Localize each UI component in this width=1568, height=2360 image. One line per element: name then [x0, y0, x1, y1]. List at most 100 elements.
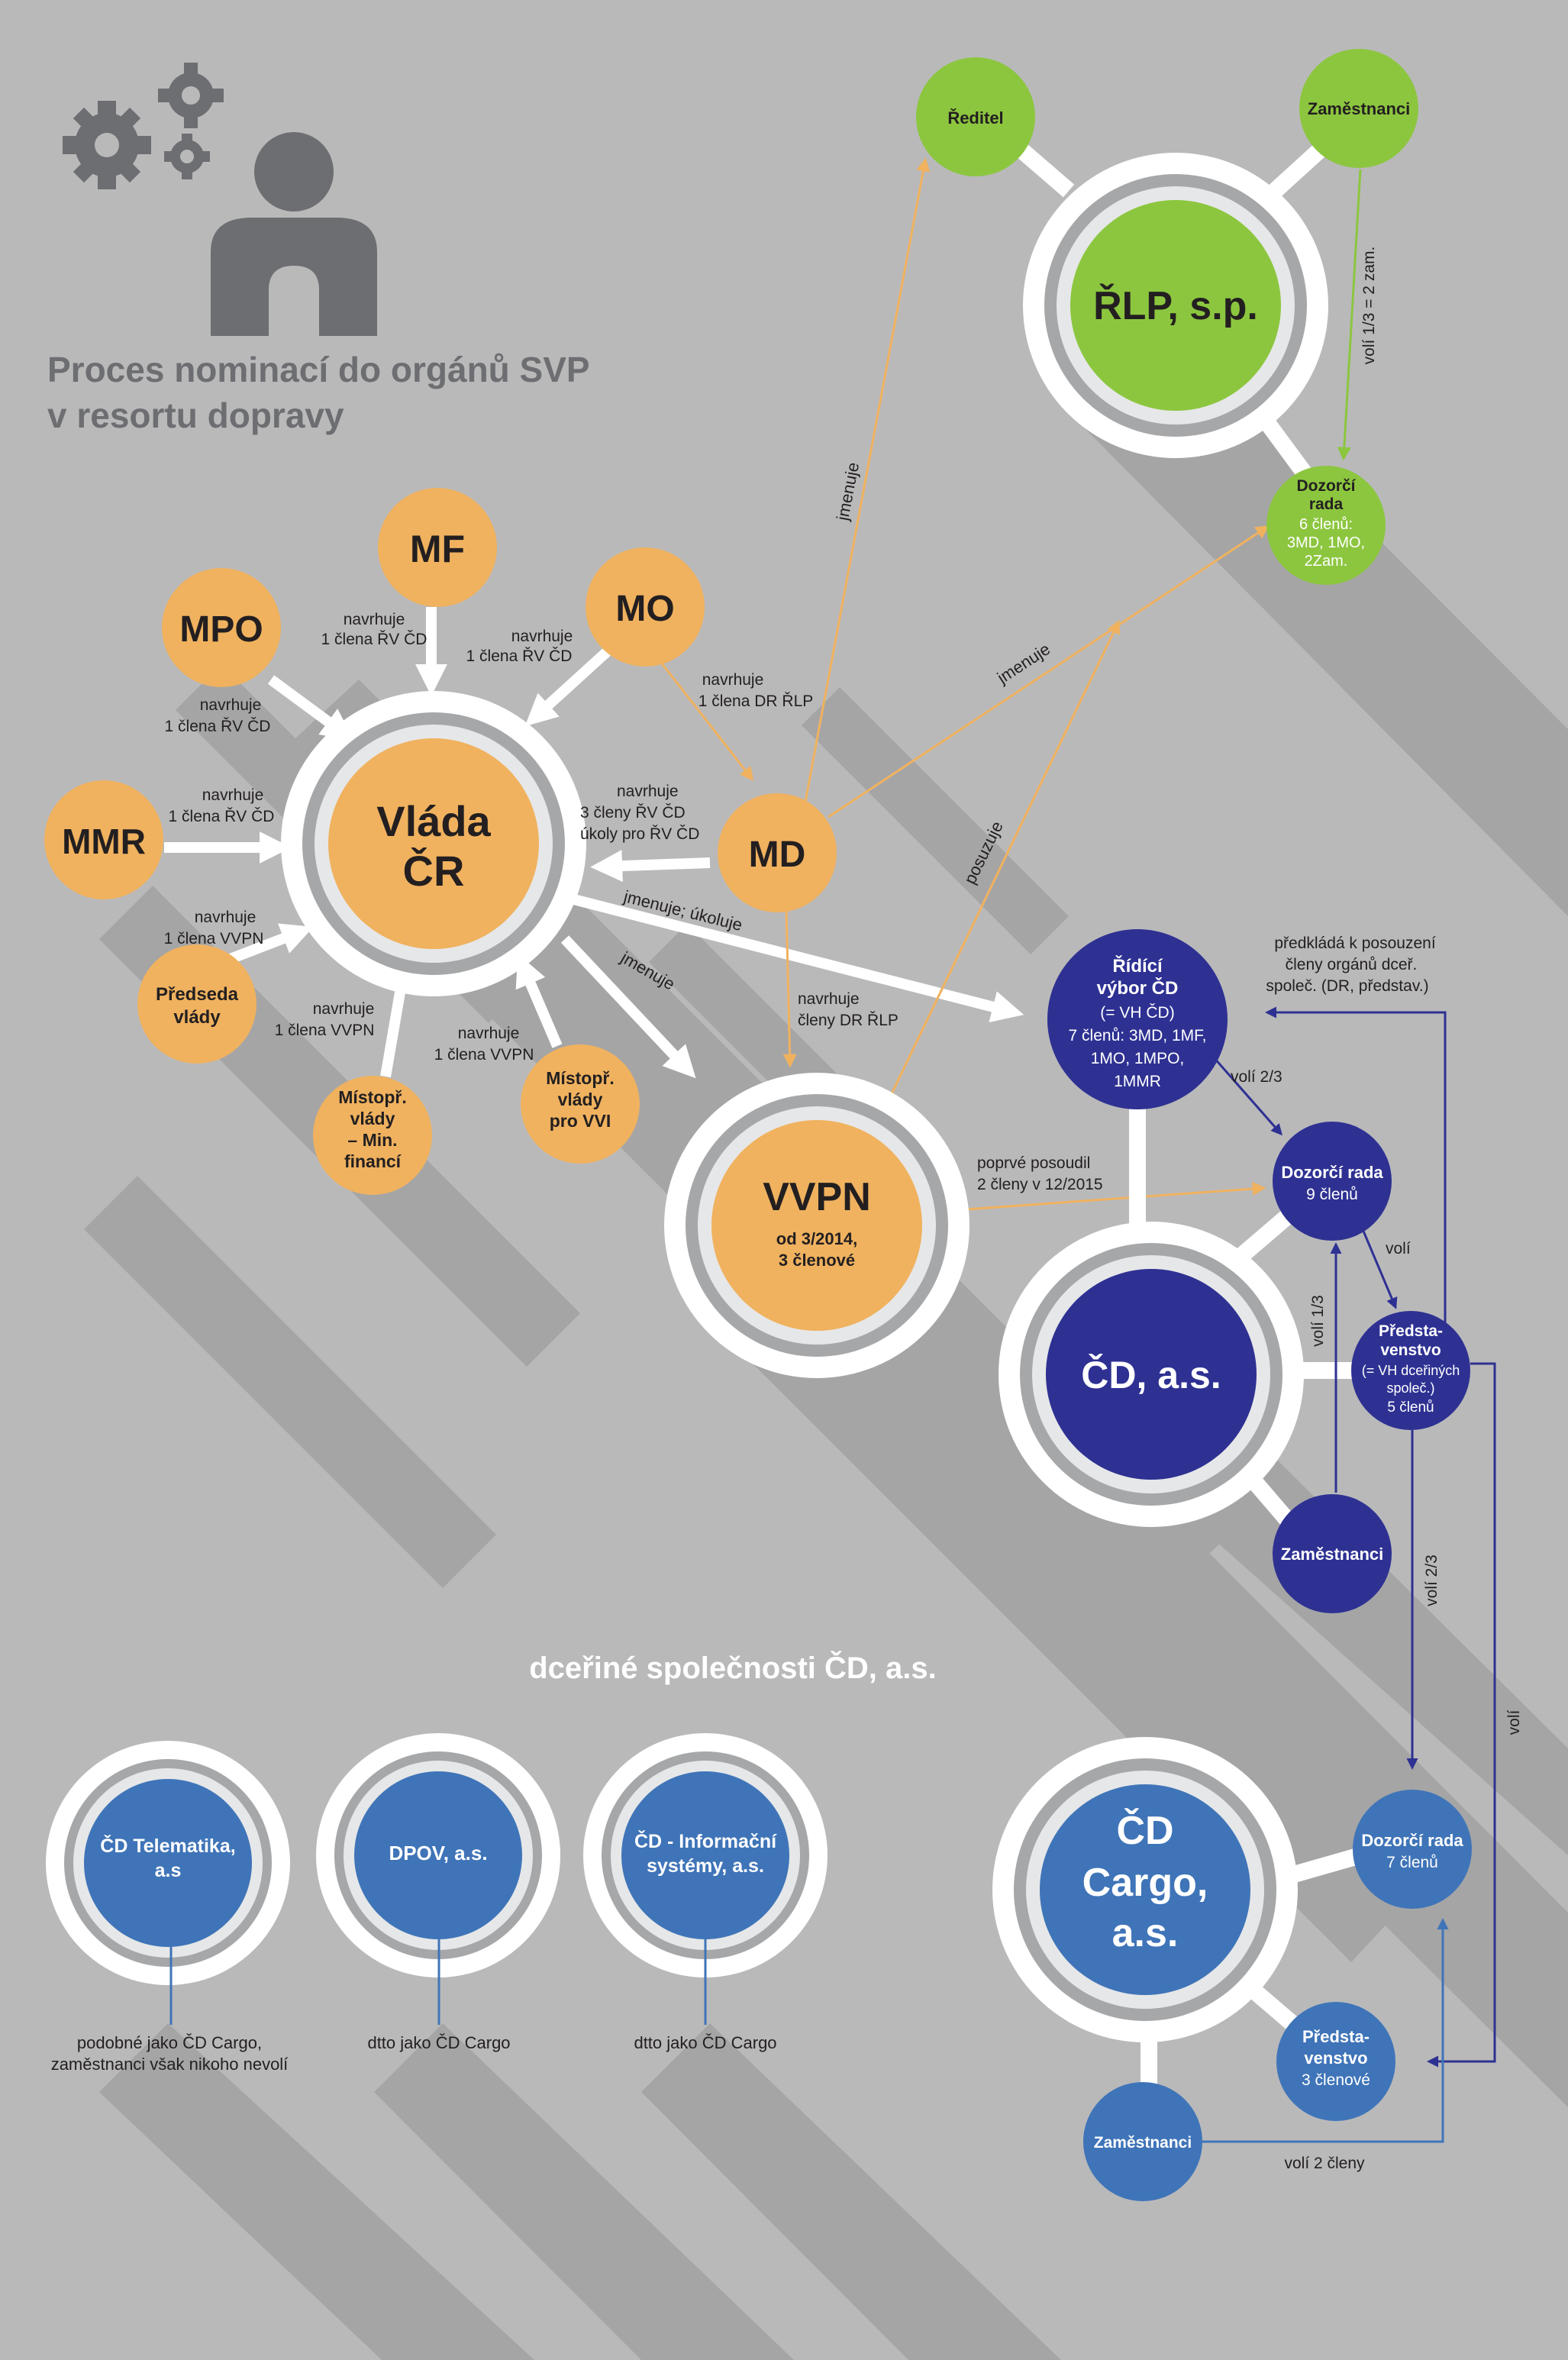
cargo-dr-title: Dozorčí rada [1361, 1831, 1463, 1850]
is-label-2: systémy, a.s. [647, 1855, 764, 1877]
arrow-md-rlp-dr [828, 525, 1270, 818]
arrow-vvpn-cd-dr [923, 1182, 1266, 1214]
mmr-node[interactable] [44, 780, 163, 899]
md-node[interactable] [718, 793, 837, 912]
label-mo-md-2: 1 člena DR ŘLP [699, 693, 814, 710]
cargo-predstavenstvo-node[interactable] [1276, 2002, 1395, 2121]
cargo-zam-label: Zaměstnanci [1094, 2134, 1192, 2152]
dpov-node[interactable] [354, 1771, 522, 1939]
mf-node[interactable] [378, 488, 497, 607]
is-note: dtto jako ČD Cargo [634, 2033, 776, 2052]
label-mpo-1: navrhuje [200, 696, 262, 714]
telematika-node[interactable] [84, 1779, 252, 1947]
label-mf-2: 1 člena ŘV ČD [321, 631, 427, 648]
mpo-label: MPO [179, 609, 263, 650]
cd-node[interactable] [1046, 1269, 1257, 1480]
predseda-label-1: Předseda [156, 984, 239, 1005]
rlp-zamestnanci-label: Zaměstnanci [1308, 99, 1411, 118]
is-node[interactable] [621, 1771, 789, 1939]
cargo-zamestnanci-node[interactable] [1083, 2082, 1202, 2201]
cargo-node[interactable] [1040, 1784, 1250, 1995]
mo-node[interactable] [586, 547, 705, 667]
arrow-md-vlada [590, 850, 711, 883]
reditel-node[interactable] [916, 57, 1035, 176]
telematika-note-1: podobné jako ČD Cargo, [77, 2033, 262, 2052]
cargo-cluster: ČD Cargo, a.s. Dozorčí rada 7 členů Před… [992, 1737, 1472, 2201]
vvpn-node[interactable] [711, 1120, 922, 1331]
label-md-vlada-2: 3 členy ŘV ČD [580, 804, 686, 822]
label-mpo-2: 1 člena ŘV ČD [165, 718, 271, 735]
label-mistopr-min-2: 1 člena VVPN [275, 1022, 375, 1039]
page-title-line1: Proces nominací do orgánů SVP [47, 350, 590, 389]
rv-detail-2: 7 členů: 3MD, 1MF, [1069, 1027, 1207, 1044]
rlp-dozorci-rada-node[interactable] [1266, 466, 1386, 585]
arrow-rv-cd-dr [1212, 1057, 1282, 1136]
page-title-line2: v resortu dopravy [47, 395, 344, 435]
orange-arrows [655, 157, 1270, 1214]
cargo-label-1: ČD [1116, 1808, 1173, 1853]
label-predseda-2: 1 člena VVPN [164, 930, 264, 948]
cd-cluster: ČD, a.s. Řídící výbor ČD (= VH ČD) 7 čle… [999, 929, 1496, 2068]
dpov-label: DPOV, a.s. [389, 1842, 487, 1864]
vvpn-cluster: VVPN od 3/2014, 3 členové [664, 1073, 970, 1378]
cd-pred-detail-1: (= VH dceřiných [1362, 1363, 1460, 1378]
telematika-note-2: zaměstnanci však nikoho nevolí [51, 2055, 289, 2074]
rlp-cluster: ŘLP, s.p. Ředitel Zaměstnanci Dozorčí ra… [916, 49, 1418, 585]
arrow-rlp-zam-dr [1337, 169, 1362, 461]
cd-pred-title-2: venstvo [1380, 1341, 1441, 1359]
label-voli-13: volí 1/3 [1309, 1295, 1327, 1347]
arrow-md-vvpn [782, 908, 797, 1068]
rv-detail-1: (= VH ČD) [1100, 1004, 1174, 1022]
arrow-pred-rv [1265, 1006, 1447, 1323]
mistopr-min-label-2: vlády [350, 1109, 395, 1128]
label-voli-rlp: volí 1/3 = 2 zam. [1360, 247, 1378, 365]
mistopr-vvi-node[interactable] [521, 1044, 640, 1164]
cargo-pred-title-2: venstvo [1304, 2048, 1367, 2068]
label-md-vvpn-2: členy DR ŘLP [798, 1012, 899, 1029]
rlp-zamestnanci-node[interactable] [1299, 49, 1418, 168]
label-mo-md-1: navrhuje [702, 671, 764, 689]
label-mmr-1: navrhuje [202, 786, 264, 804]
label-jmenuje-dr: jmenuje [993, 639, 1053, 687]
label-md-vlada-1: navrhuje [617, 783, 679, 800]
predseda-node[interactable] [137, 944, 256, 1064]
rv-title-2: výbor ČD [1097, 977, 1179, 999]
vvpn-detail-1: od 3/2014, [776, 1229, 857, 1248]
rlp-dr-detail-2: 3MD, 1MO, [1287, 534, 1365, 551]
telematika-label-1: ČD Telematika, [100, 1834, 235, 1857]
rlp-dr-title-2: rada [1309, 496, 1344, 513]
label-predseda-1: navrhuje [195, 909, 256, 926]
vvpn-title: VVPN [763, 1175, 871, 1219]
mistopr-min-node[interactable] [313, 1076, 432, 1195]
arrow-vvpn-posuzuje [876, 619, 1120, 1123]
label-voli-pred: volí [1386, 1240, 1411, 1257]
rv-node[interactable] [1047, 929, 1228, 1109]
vlada-label-1: Vláda [376, 797, 491, 845]
cd-dozorci-rada-node[interactable] [1273, 1122, 1392, 1241]
arrow-mpo-vlada [267, 675, 354, 741]
label-poprve-1: poprvé posoudil [977, 1154, 1090, 1172]
arrow-mistopr-vvi-vlada [515, 954, 563, 1048]
cd-zam-label: Zaměstnanci [1281, 1545, 1384, 1564]
vlada-cluster: Vláda ČR MF MPO MO MMR MD Předseda vlády… [44, 488, 837, 1195]
arrow-pred-cargo-pred [1427, 1362, 1496, 2068]
label-voli-2: volí 2 členy [1284, 2155, 1365, 2172]
cd-zamestnanci-node[interactable] [1273, 1494, 1392, 1613]
cd-predstavenstvo-node[interactable] [1351, 1311, 1470, 1430]
cargo-label-3: a.s. [1112, 1911, 1179, 1955]
mistopr-vvi-label-1: Místopř. [546, 1068, 614, 1088]
vlada-node[interactable] [328, 738, 539, 949]
rv-detail-4: 1MMR [1114, 1073, 1161, 1090]
person-icon [211, 132, 377, 336]
mpo-node[interactable] [162, 568, 281, 687]
daughter-companies: dceřiné společnosti ČD, a.s. ČD Telemati… [46, 1650, 937, 2074]
label-mistopr-vvi-2: 1 člena VVPN [434, 1046, 534, 1064]
rv-detail-3: 1MO, 1MPO, [1091, 1050, 1185, 1067]
mistopr-vvi-label-3: pro VVI [550, 1111, 611, 1131]
rlp-node[interactable] [1070, 200, 1281, 411]
label-voli-23-top: volí 2/3 [1231, 1068, 1282, 1086]
cargo-label-2: Cargo, [1082, 1861, 1208, 1905]
cargo-dozorci-rada-node[interactable] [1353, 1790, 1472, 1909]
cd-dr-detail: 9 členů [1306, 1186, 1358, 1203]
